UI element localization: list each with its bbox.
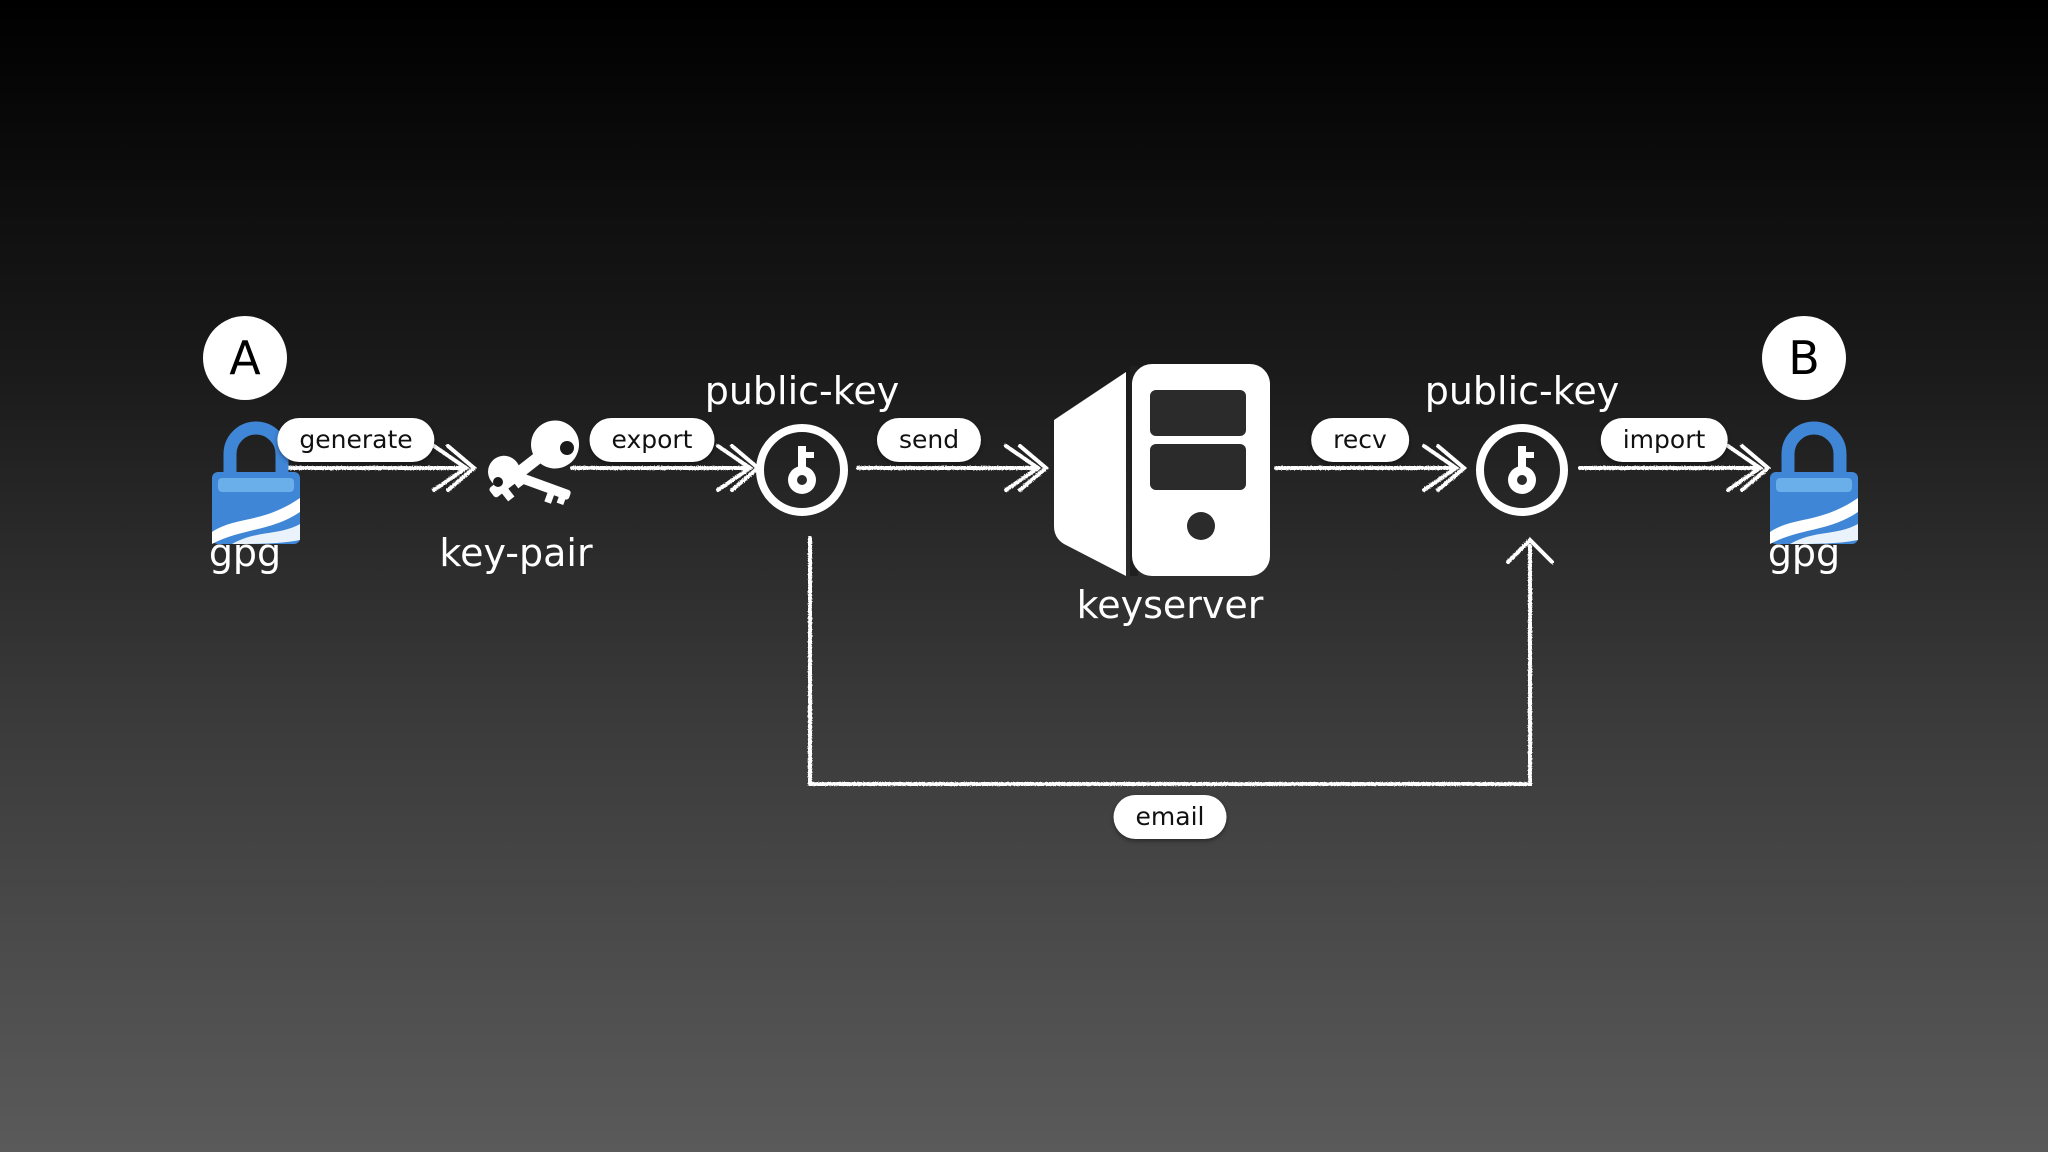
party-a-badge: A	[203, 316, 287, 400]
gpg-b-label: gpg	[1767, 531, 1841, 575]
edge-send-label: send	[876, 418, 982, 462]
party-b-badge: B	[1762, 316, 1846, 400]
arrow-generate	[282, 444, 478, 492]
key-circle-icon	[756, 424, 848, 516]
arrow-recv	[1274, 444, 1468, 492]
key-pair-label: key-pair	[439, 531, 593, 575]
arrow-email	[808, 536, 1554, 786]
arrow-send	[856, 444, 1050, 492]
padlock-icon	[212, 421, 300, 544]
gpg-a-label: gpg	[208, 531, 282, 575]
arrow-import	[1578, 444, 1772, 492]
key-circle-icon	[1476, 424, 1568, 516]
edge-recv-label: recv	[1311, 418, 1409, 462]
keyserver-label: keyserver	[1076, 583, 1264, 627]
edge-email-label: email	[1113, 795, 1227, 839]
edge-generate-label: generate	[277, 418, 435, 462]
edge-import-label: import	[1600, 418, 1728, 462]
connectors	[282, 444, 1772, 786]
public-key-a-label: public-key	[704, 369, 900, 413]
keys-icon	[488, 420, 580, 506]
public-key-b-label: public-key	[1424, 369, 1620, 413]
server-icon	[1054, 364, 1270, 576]
edge-export-label: export	[589, 418, 715, 462]
padlock-icon	[1770, 421, 1858, 544]
